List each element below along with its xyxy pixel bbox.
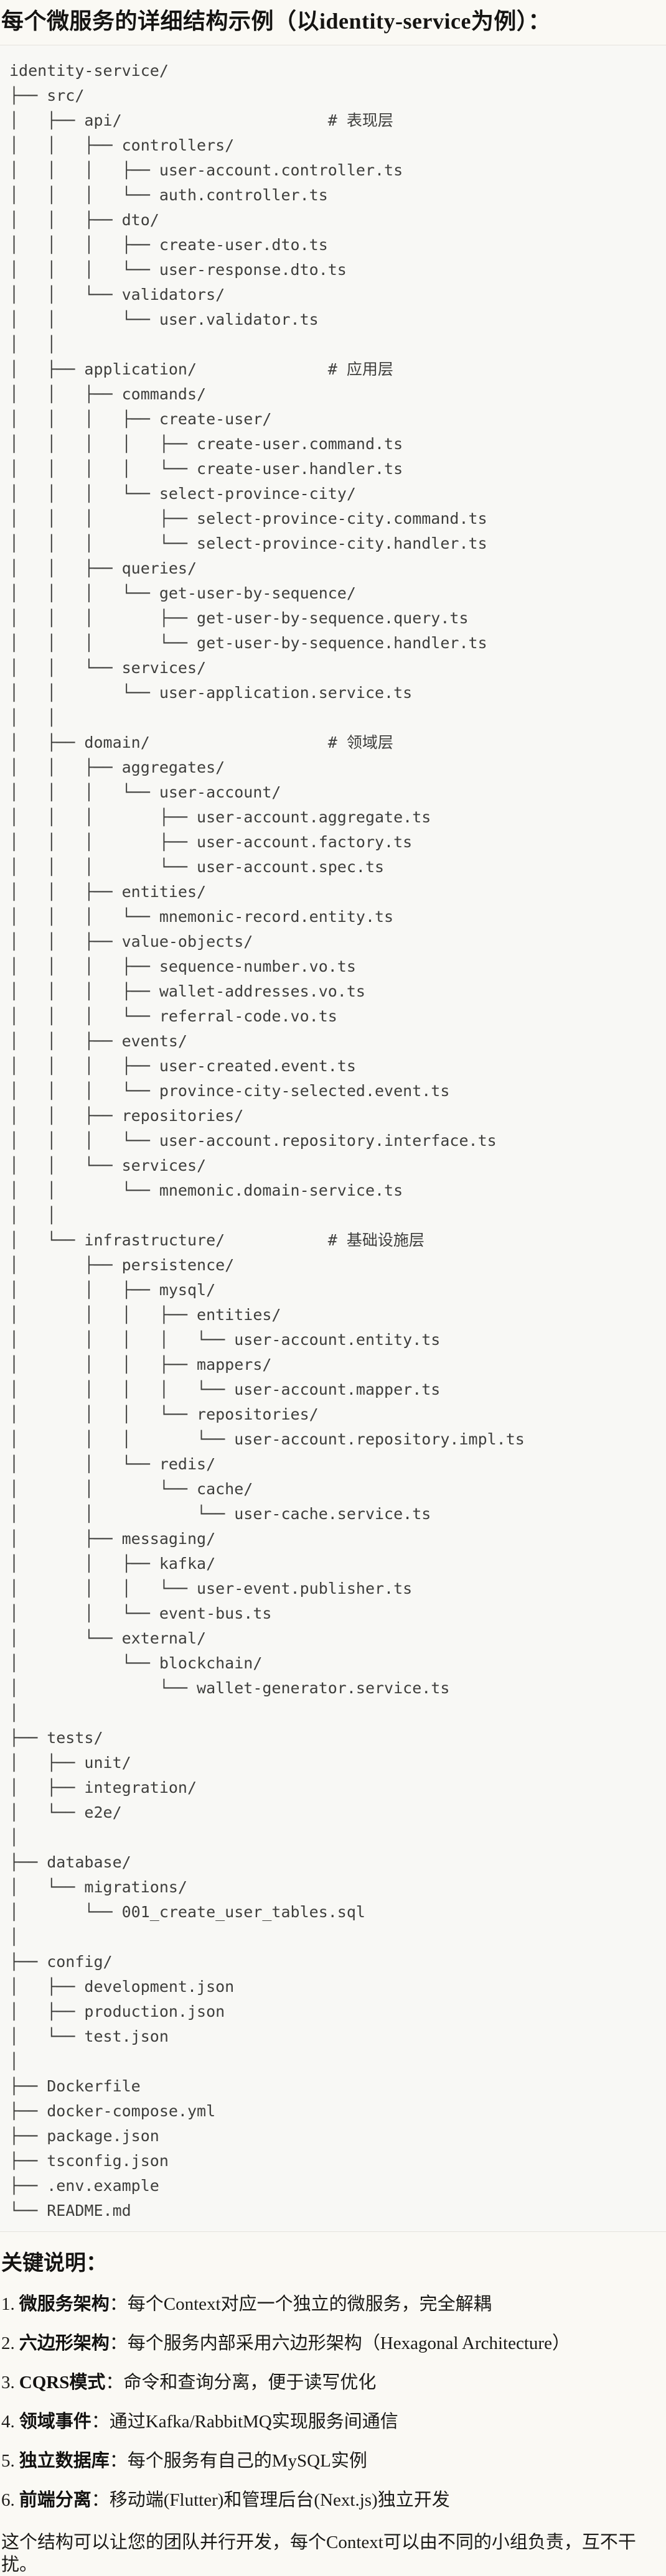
list-item-number: 5.: [1, 2451, 15, 2471]
list-item-desc: ：通过Kafka/RabbitMQ实现服务间通信: [91, 2412, 398, 2432]
list-item-term: 独立数据库: [19, 2451, 110, 2471]
list-item-desc: ：命令和查询分离，便于读写优化: [105, 2373, 377, 2392]
list-item: 6.前端分离：移动端(Flutter)和管理后台(Next.js)独立开发: [1, 2490, 662, 2511]
list-item: 4.领域事件：通过Kafka/RabbitMQ实现服务间通信: [1, 2411, 662, 2433]
list-item-term: 微服务架构: [19, 2294, 110, 2314]
list-item-term: 领域事件: [19, 2412, 91, 2432]
list-item-number: 4.: [1, 2412, 15, 2432]
notes-list: 1.微服务架构：每个Context对应一个独立的微服务，完全解耦 2.六边形架构…: [1, 2294, 662, 2511]
closing-paragraph: 这个结构可以让您的团队并行开发，每个Context可以由不同的小组负责，互不干扰…: [1, 2532, 636, 2575]
notes-section: 关键说明： 1.微服务架构：每个Context对应一个独立的微服务，完全解耦 2…: [0, 2251, 666, 2576]
list-item-desc: ：每个服务有自己的MySQL实例: [109, 2451, 367, 2471]
list-item: 3.CQRS模式：命令和查询分离，便于读写优化: [1, 2372, 662, 2394]
list-item-term: 六边形架构: [19, 2333, 110, 2353]
page-title: 每个微服务的详细结构示例（以identity-service为例）：: [1, 9, 551, 34]
directory-tree: identity-service/ ├── src/ │ ├── api/ # …: [9, 62, 525, 2220]
notes-heading: 关键说明：: [1, 2252, 107, 2275]
list-item: 1.微服务架构：每个Context对应一个独立的微服务，完全解耦: [1, 2294, 662, 2315]
code-block: identity-service/ ├── src/ │ ├── api/ # …: [0, 45, 666, 2232]
list-item-desc: ：每个Context对应一个独立的微服务，完全解耦: [109, 2294, 492, 2314]
list-item: 2.六边形架构：每个服务内部采用六边形架构（Hexagonal Architec…: [1, 2333, 662, 2355]
list-item-term: CQRS模式: [19, 2373, 106, 2392]
list-item-number: 2.: [1, 2333, 15, 2353]
list-item-number: 3.: [1, 2373, 15, 2392]
list-item-number: 6.: [1, 2490, 15, 2510]
list-item-desc: ：每个服务内部采用六边形架构（Hexagonal Architecture）: [109, 2333, 570, 2353]
list-item-number: 1.: [1, 2294, 15, 2314]
list-item-term: 前端分离: [19, 2490, 91, 2510]
list-item-desc: ：移动端(Flutter)和管理后台(Next.js)独立开发: [91, 2490, 450, 2510]
page-header: 每个微服务的详细结构示例（以identity-service为例）：: [0, 0, 666, 45]
list-item: 5.独立数据库：每个服务有自己的MySQL实例: [1, 2450, 662, 2472]
